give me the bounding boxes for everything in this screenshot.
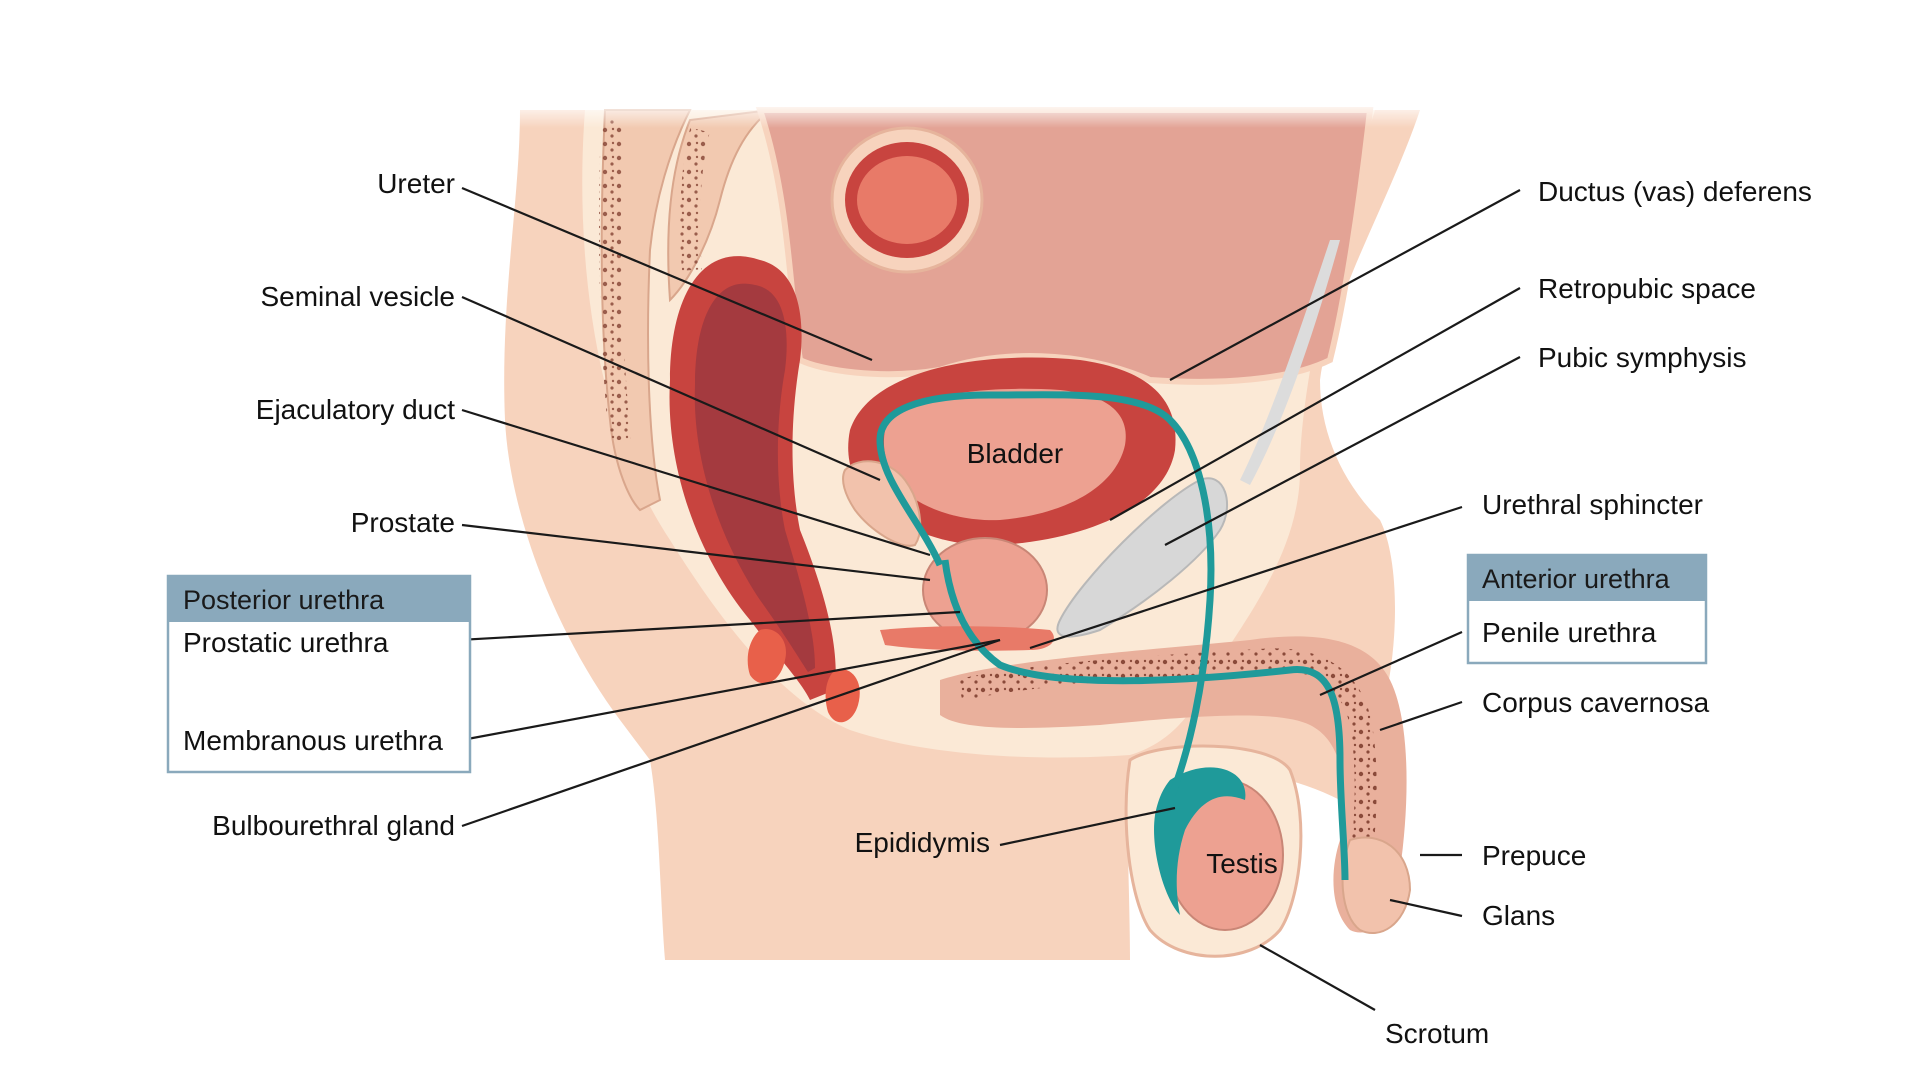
penis xyxy=(940,636,1412,935)
label-pubic-symphysis: Pubic symphysis xyxy=(1538,342,1747,373)
label-glans: Glans xyxy=(1482,900,1555,931)
leader-lines xyxy=(404,186,1521,1011)
label-ductus-deferens: Ductus (vas) deferens xyxy=(1538,176,1812,207)
label-urethral-sphincter: Urethral sphincter xyxy=(1482,489,1703,520)
label-bladder: Bladder xyxy=(967,438,1064,469)
label-ejaculatory-duct: Ejaculatory duct xyxy=(256,394,455,425)
top-fade xyxy=(500,100,1450,128)
label-prepuce: Prepuce xyxy=(1482,840,1586,871)
anterior-urethra-header: Anterior urethra xyxy=(1482,564,1671,594)
label-seminal-vesicle: Seminal vesicle xyxy=(260,281,455,312)
label-epididymis: Epididymis xyxy=(855,827,990,858)
label-scrotum: Scrotum xyxy=(1385,1018,1489,1049)
label-prostate: Prostate xyxy=(351,507,455,538)
label-membranous-urethra: Membranous urethra xyxy=(183,725,443,756)
posterior-urethra-box: Posterior urethra Prostatic urethra Memb… xyxy=(166,574,472,774)
rectum xyxy=(669,256,836,700)
intestine-loop xyxy=(830,126,984,274)
label-retropubic-space: Retropubic space xyxy=(1538,273,1756,304)
posterior-urethra-header: Posterior urethra xyxy=(183,585,385,615)
label-corpus-cavernosa: Corpus cavernosa xyxy=(1482,687,1710,718)
label-prostatic-urethra: Prostatic urethra xyxy=(183,627,389,658)
label-testis: Testis xyxy=(1206,848,1278,879)
label-bulbourethral-gland: Bulbourethral gland xyxy=(212,810,455,841)
anterior-urethra-box: Anterior urethra Penile urethra xyxy=(1466,553,1708,665)
prostate-region xyxy=(747,460,1054,723)
bladder xyxy=(848,357,1176,546)
label-ureter: Ureter xyxy=(377,168,455,199)
sacrum xyxy=(599,108,774,512)
label-penile-urethra: Penile urethra xyxy=(1482,617,1657,648)
